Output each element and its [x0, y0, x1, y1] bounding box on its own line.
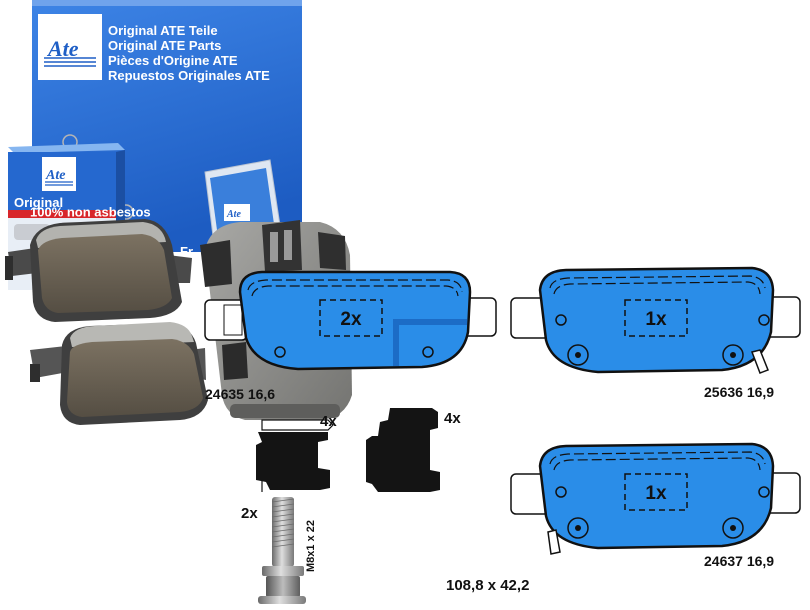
pad-label: 25636 16,9 [704, 384, 774, 400]
mount-hole [758, 486, 770, 498]
leaflet-logo-text: Ate [226, 209, 241, 220]
mount-hole [555, 314, 567, 326]
mount-hole [274, 346, 286, 358]
box-partial-text: Fr [180, 244, 193, 259]
brake-pad-photo-1 [5, 219, 192, 322]
bolt [258, 497, 306, 604]
pad-drawing-25636: 1x [510, 266, 801, 374]
pad-count: 1x [645, 483, 667, 504]
clip-left [256, 419, 334, 492]
small-box-title: Original [14, 195, 63, 210]
mount-hole [758, 314, 770, 326]
pad-label: 24635 16,6 [205, 386, 275, 402]
box-line-en: Original ATE Parts [108, 38, 221, 53]
pad-drawing-24637: 1x [510, 442, 801, 555]
pad-label: 24637 16,9 [704, 553, 774, 569]
mount-hole [555, 486, 567, 498]
mount-hole [422, 346, 434, 358]
clip-count: 4x [444, 410, 461, 427]
ate-logo-text: Ate [46, 36, 79, 61]
pad-count: 1x [645, 309, 667, 330]
pad-dimensions: 108,8 x 42,2 [446, 577, 529, 594]
pad-drawing-24635: 2x [204, 270, 497, 371]
box-line-de: Original ATE Teile [108, 23, 218, 38]
box-top-edge [32, 0, 302, 6]
clip-right [366, 408, 440, 492]
clip-count: 4x [320, 413, 337, 430]
box-line-fr: Pièces d'Origine ATE [108, 53, 238, 68]
bolt-count: 2x [241, 505, 258, 522]
ate-logo: Ate [38, 14, 102, 80]
small-box-band [8, 210, 116, 218]
bolt-spec: M8x1 x 22 [305, 520, 317, 572]
small-box-band-text: 100% non asbestos [30, 205, 151, 220]
pad-count: 2x [340, 309, 362, 330]
small-box-logo-text: Ate [45, 168, 65, 183]
brake-pad-photo-2 [30, 322, 208, 425]
box-line-es: Repuestos Originales ATE [108, 68, 270, 83]
